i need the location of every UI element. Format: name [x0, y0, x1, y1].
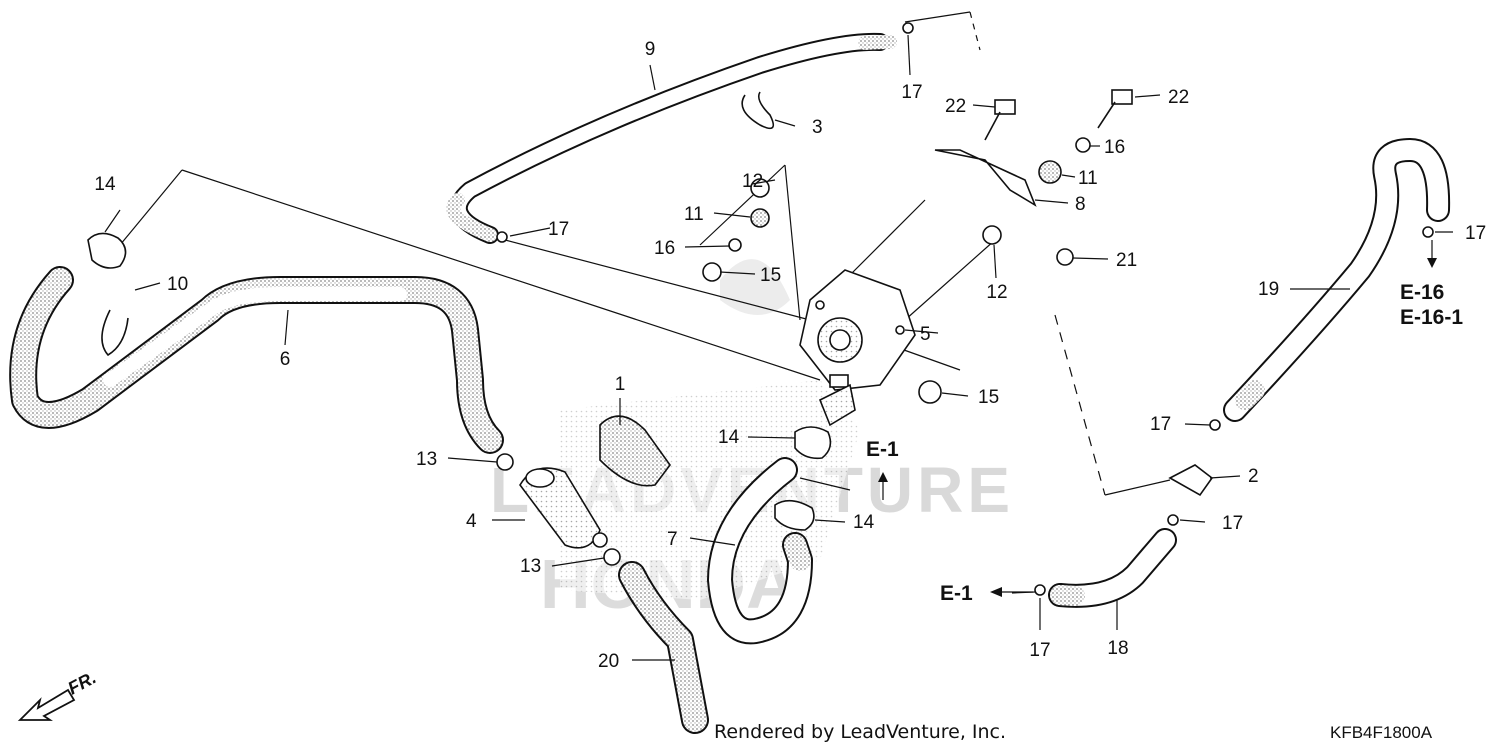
reference-labels: E-1 E-1 E-16 E-16-1 [866, 281, 1463, 605]
washer-16-left [728, 238, 742, 252]
ref-e1-bottom: E-1 [940, 582, 973, 605]
callout-17-e: 17 [1222, 513, 1243, 534]
callout-17-b: 17 [901, 82, 922, 103]
arrow-up-icon [878, 472, 888, 482]
callout-11-right: 11 [1078, 168, 1098, 189]
callout-17-a: 17 [548, 219, 569, 240]
cover-1 [599, 415, 671, 487]
ref-e1-mid: E-1 [866, 438, 899, 461]
bracket-8 [934, 149, 1037, 207]
clip-17-d [1209, 419, 1221, 431]
callout-17-c: 17 [1465, 223, 1486, 244]
clamp-14-low [774, 499, 815, 531]
bolt-22-right-shank [1097, 101, 1116, 129]
hose-9 [446, 32, 897, 244]
callout-6: 6 [280, 349, 291, 370]
callout-4: 4 [466, 511, 477, 532]
callout-13-top: 13 [416, 449, 437, 470]
bolt-21 [1056, 248, 1074, 266]
callout-9: 9 [645, 39, 656, 60]
clip-17-b [902, 22, 914, 34]
callout-18: 18 [1107, 638, 1128, 659]
callout-7: 7 [667, 529, 678, 550]
callout-3: 3 [812, 117, 823, 138]
callout-15-left: 15 [760, 265, 781, 286]
credit-text: Rendered by LeadVenture, Inc. [714, 721, 1006, 743]
oring-13-top [496, 453, 514, 471]
clamps [87, 91, 1037, 531]
callout-14-low: 14 [853, 512, 875, 533]
arrow-down-icon [1427, 258, 1437, 268]
callout-19: 19 [1258, 279, 1279, 300]
clamp-14-left [87, 232, 127, 269]
hose-18 [1048, 528, 1177, 608]
callout-17-d: 17 [1150, 414, 1171, 435]
callout-5: 5 [920, 324, 931, 345]
hose-6 [9, 266, 504, 454]
ref-e16: E-16 [1400, 281, 1444, 304]
hardware [496, 22, 1434, 596]
callout-labels: 1 2 3 4 5 6 7 8 9 10 11 11 12 12 13 13 1… [94, 39, 1486, 672]
filter-canister-4 [519, 467, 608, 549]
hose-19 [1223, 138, 1451, 422]
callout-10: 10 [167, 274, 188, 295]
bolt-22-left-head [994, 99, 1016, 115]
callout-17-f: 17 [1029, 640, 1050, 661]
callout-11-left: 11 [684, 204, 704, 225]
bolt-22-left-shank [984, 111, 1001, 141]
callout-21: 21 [1116, 250, 1137, 271]
callout-8: 8 [1075, 194, 1086, 215]
callout-16-right: 16 [1104, 137, 1125, 158]
callout-12-left: 12 [742, 171, 763, 192]
grommet-11-left [750, 208, 770, 228]
clip-17-c [1422, 226, 1434, 238]
clip-17-e [1167, 514, 1179, 526]
hose-20 [618, 561, 709, 734]
callout-14-mid: 14 [718, 427, 740, 448]
hose-7 [707, 457, 813, 645]
reference-arrows [878, 240, 1437, 597]
callout-15-right: 15 [978, 387, 999, 408]
front-direction-indicator: FR. [17, 667, 99, 721]
callout-14-left: 14 [94, 174, 116, 195]
callout-12-right: 12 [986, 282, 1007, 303]
arrow-left-icon [990, 587, 1002, 597]
clip-3 [741, 91, 775, 130]
washer-16-right [1075, 137, 1091, 153]
callout-16-left: 16 [654, 238, 675, 259]
nut-12-right [982, 225, 1002, 245]
oring-13-bottom [603, 548, 621, 566]
callout-20: 20 [598, 651, 619, 672]
clip-17-a [496, 231, 508, 243]
nut-15-left [702, 262, 722, 282]
diagram-code: KFB4F1800A [1330, 723, 1433, 742]
callout-1: 1 [615, 374, 626, 395]
front-arrow-icon [17, 688, 76, 721]
pump-assembly-5 [799, 269, 916, 427]
nut-15-right [918, 380, 942, 404]
clip-17-f [1034, 584, 1046, 596]
ref-e16-1: E-16-1 [1400, 306, 1463, 329]
clip-10 [101, 309, 129, 357]
callout-13-bottom: 13 [520, 556, 541, 577]
bolt-22-right-head [1111, 89, 1133, 105]
grommet-11-right [1038, 160, 1062, 184]
callout-22-right: 22 [1168, 87, 1189, 108]
callout-22-left: 22 [945, 96, 966, 117]
callout-2: 2 [1248, 466, 1259, 487]
joint-2 [1168, 464, 1214, 497]
callout-leaders [104, 34, 1453, 661]
clamp-14-mid [794, 426, 832, 460]
